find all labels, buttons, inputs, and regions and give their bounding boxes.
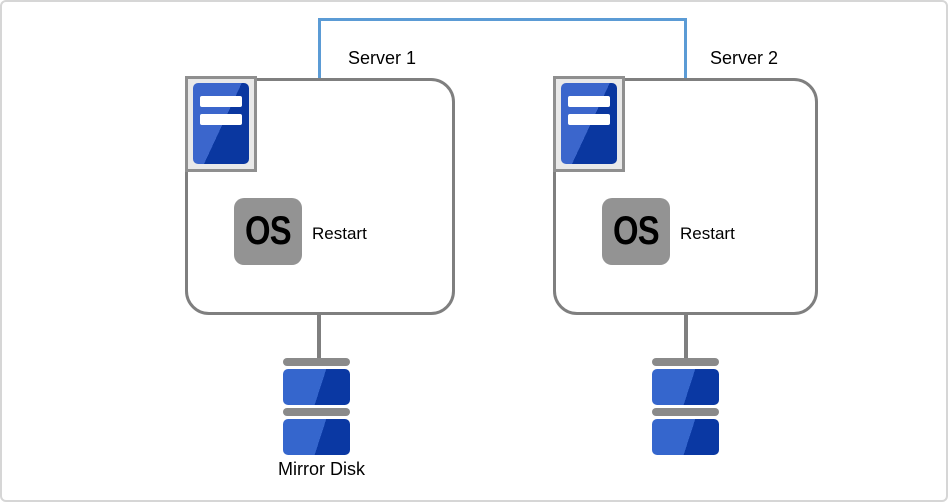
os-badge-text: OS [613,209,660,253]
os-badge-text: OS [245,209,292,253]
server-icon-panel [200,114,242,125]
disk-cap [652,408,719,416]
server2-os-badge: OS [602,198,670,265]
server-icon [193,83,249,164]
disk-cap [652,358,719,366]
server-icon-panel [568,114,610,125]
server-icon [561,83,617,164]
mirror-disk-icon [652,358,719,455]
server2-disk-connector [684,315,688,359]
mirror-disk-label: Mirror Disk [278,459,365,479]
server1-restart-label: Restart [312,224,367,243]
disk-platter [283,369,350,405]
disk-platter [283,419,350,455]
disk-platter [652,369,719,405]
server1-disk-connector [317,315,321,359]
disk-platter [652,419,719,455]
disk-cap [283,358,350,366]
server2-label: Server 2 [710,48,779,68]
server1-icon-frame [185,76,257,172]
server2-icon-frame [553,76,625,172]
disk-cap [283,408,350,416]
mirror-disk-icon [283,358,350,455]
interconnect-line [318,18,687,79]
server1-os-badge: OS [234,198,302,265]
server2-restart-label: Restart [680,224,735,243]
server-icon-panel [568,96,610,107]
server-icon-panel [200,96,242,107]
server1-label: Server 1 [348,48,417,68]
